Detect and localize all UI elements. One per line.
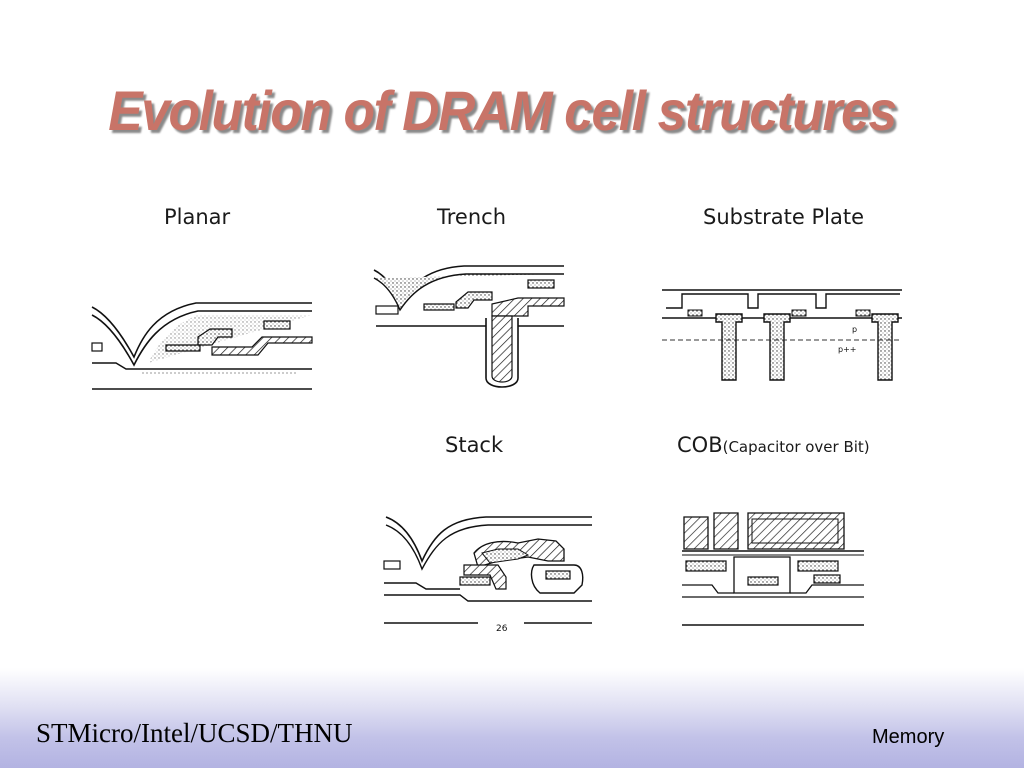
trench-diagram <box>373 265 565 388</box>
cob-diagram <box>682 512 864 626</box>
footer-source: STMicro/Intel/UCSD/THNU <box>36 718 353 748</box>
stack-diagram: 26 <box>383 516 592 634</box>
label-stack: Stack <box>445 433 504 457</box>
page-number: 26 <box>496 624 508 634</box>
label-cob: COB(Capacitor over Bit) <box>677 433 870 457</box>
label-cob-detail: (Capacitor over Bit) <box>722 438 870 456</box>
planar-diagram <box>91 302 313 390</box>
label-substrate-plate: Substrate Plate <box>703 205 864 229</box>
ppp-region-label: p++ <box>838 345 856 354</box>
footer-band <box>0 668 1024 768</box>
label-cob-main: COB <box>677 433 723 457</box>
label-planar: Planar <box>164 205 231 229</box>
label-trench: Trench <box>437 205 506 229</box>
p-region-label: p <box>852 325 857 334</box>
slide-title: Evolution of DRAM cell structures <box>108 79 897 142</box>
substrate-plate-diagram: p p++ <box>662 289 902 381</box>
footer-topic: Memory <box>872 726 945 748</box>
